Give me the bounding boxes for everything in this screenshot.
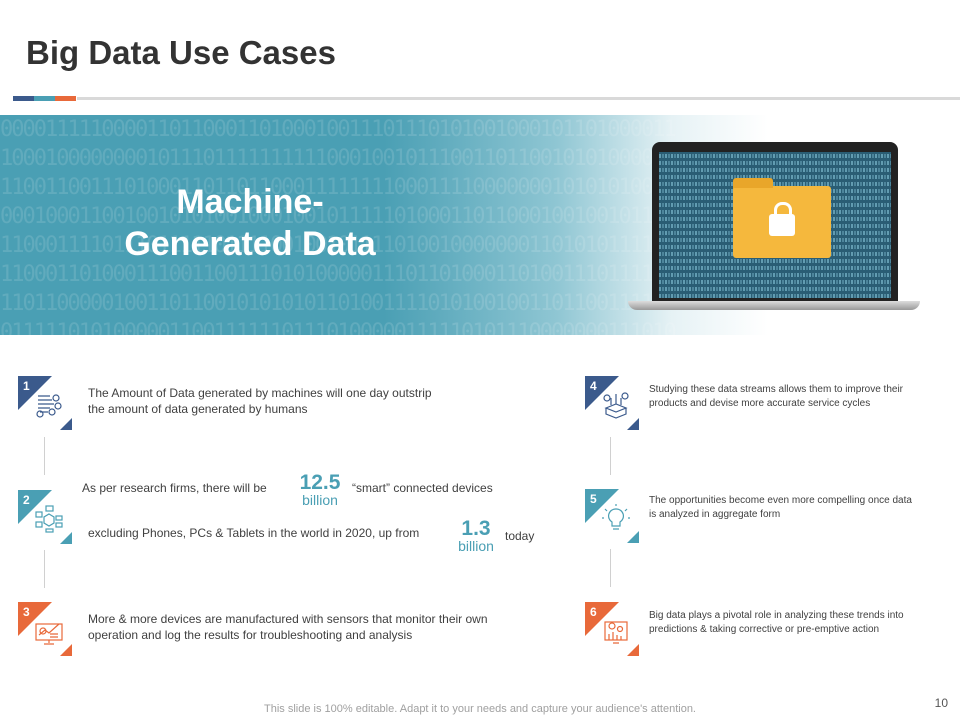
item-2-text-c: excluding Phones, PCs & Tablets in the w…: [88, 525, 419, 541]
item-2-text-a: As per research firms, there will be: [82, 480, 267, 496]
banner-title: Machine- Generated Data: [90, 181, 410, 265]
lock-icon: [769, 214, 795, 236]
accent-bar-orange: [55, 96, 76, 101]
monitor-analytics-icon: [34, 616, 64, 646]
item-badge-1: 1: [18, 376, 72, 430]
item-badge-3: 3: [18, 602, 72, 656]
title-rule: [77, 97, 960, 100]
binary-data-icon: [34, 390, 64, 420]
item-badge-4: 4: [585, 376, 639, 430]
item-text-3: More & more devices are manufactured wit…: [88, 611, 508, 643]
item-badge-2: 2: [18, 490, 72, 544]
box-data-streams-icon: [601, 390, 631, 420]
accent-bar-teal: [34, 96, 55, 101]
item-2-text-b: “smart” connected devices: [352, 480, 493, 496]
gears-chart-icon: [601, 616, 631, 646]
page-number: 10: [935, 696, 948, 710]
connector-line: [44, 437, 45, 475]
connector-line: [610, 549, 611, 587]
lightbulb-icon: [601, 503, 631, 533]
item-badge-5: 5: [585, 489, 639, 543]
laptop-image: [652, 142, 898, 302]
item-badge-6: 6: [585, 602, 639, 656]
laptop-screen: [659, 152, 891, 298]
slide-title: Big Data Use Cases: [26, 34, 336, 72]
stat-12-5-billion: 12.5billion: [290, 472, 350, 508]
item-text-4: Studying these data streams allows them …: [649, 383, 939, 411]
accent-bar-navy: [13, 96, 34, 101]
connector-line: [44, 550, 45, 588]
item-2-text-d: today: [505, 528, 534, 544]
connector-line: [610, 437, 611, 475]
item-text-6: Big data plays a pivotal role in analyzi…: [649, 609, 939, 637]
banner: 0000111110000110110001101000100111011101…: [0, 115, 960, 335]
item-text-5: The opportunities become even more compe…: [649, 494, 919, 522]
item-text-1: The Amount of Data generated by machines…: [88, 385, 438, 417]
network-devices-icon: [34, 504, 64, 534]
stat-1-3-billion: 1.3billion: [452, 518, 500, 554]
laptop-base: [628, 301, 920, 310]
folder-icon: [733, 186, 831, 258]
footer-note: This slide is 100% editable. Adapt it to…: [0, 703, 960, 715]
